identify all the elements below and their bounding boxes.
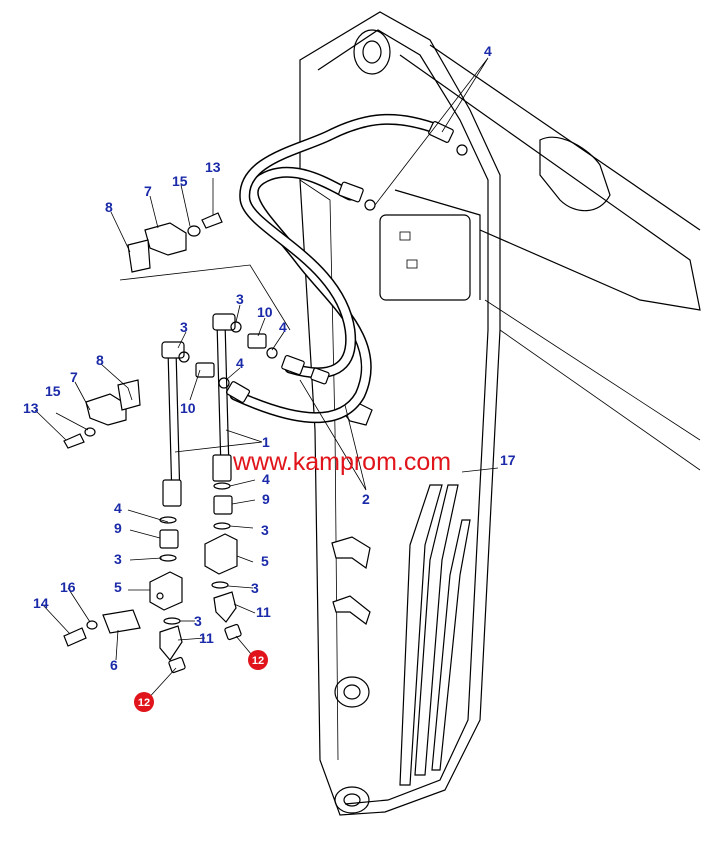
callout-9: 9 <box>262 491 270 507</box>
callout-15: 15 <box>45 383 61 399</box>
callout-4: 4 <box>114 500 122 516</box>
callout-10: 10 <box>257 304 273 320</box>
hose-assembly <box>225 113 468 424</box>
callout-7: 7 <box>144 183 152 199</box>
callout-7: 7 <box>70 369 78 385</box>
boom-arm <box>299 11 701 816</box>
callout-13: 13 <box>205 159 221 175</box>
callout-5: 5 <box>261 553 269 569</box>
callout-3: 3 <box>251 580 259 596</box>
callout-3: 3 <box>194 613 202 629</box>
callout-4: 4 <box>279 319 287 335</box>
callout-3: 3 <box>261 522 269 538</box>
callout-4: 4 <box>484 43 492 59</box>
callout-3: 3 <box>180 319 188 335</box>
callout-14: 14 <box>33 595 49 611</box>
leader-lines <box>34 57 499 703</box>
callout-12-badge <box>248 650 268 670</box>
callout-11: 11 <box>256 604 271 620</box>
callout-12: 12 <box>138 697 150 709</box>
callout-3: 3 <box>114 551 122 567</box>
callout-1: 1 <box>262 434 270 450</box>
callout-labels: 4 13 15 7 8 3 10 4 3 4 8 7 15 13 10 1 17… <box>23 43 516 712</box>
callout-11: 11 <box>199 630 214 646</box>
callout-8: 8 <box>105 199 113 215</box>
callout-4: 4 <box>236 355 244 371</box>
callout-4: 4 <box>262 471 270 487</box>
callout-2: 2 <box>362 491 370 507</box>
callout-17: 17 <box>500 452 516 468</box>
callout-5: 5 <box>114 579 122 595</box>
fittings <box>63 212 291 674</box>
callout-6: 6 <box>110 657 118 673</box>
callout-9: 9 <box>114 520 122 536</box>
callout-16: 16 <box>60 579 76 595</box>
callout-13: 13 <box>23 400 39 416</box>
callout-10: 10 <box>180 400 196 416</box>
callout-12: 12 <box>252 655 264 667</box>
callout-8: 8 <box>96 352 104 368</box>
watermark-text: www.kamprom.com <box>232 448 451 476</box>
callout-15: 15 <box>172 173 188 189</box>
callout-3: 3 <box>236 291 244 307</box>
steel-pipes <box>161 313 236 507</box>
callout-12-badge <box>134 692 154 712</box>
